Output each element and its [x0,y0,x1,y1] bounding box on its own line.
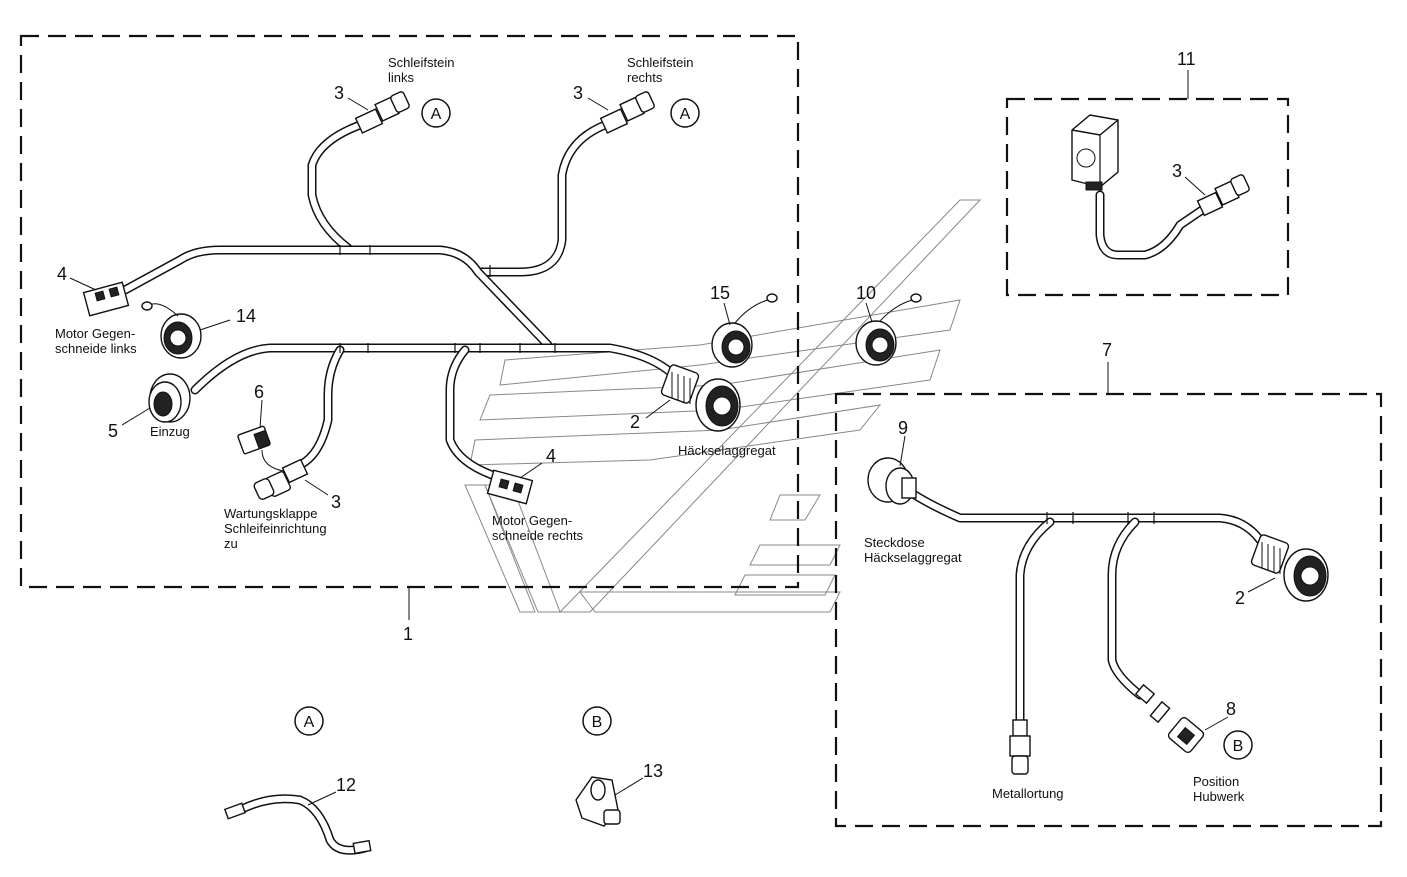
harness-7-cables [905,487,1265,725]
num-5: 5 [108,421,118,441]
num-15: 15 [710,283,730,303]
connector-6 [237,425,293,473]
sensor-13 [575,776,621,827]
ref-circle-A1: A [421,98,451,128]
connector-3-schleifstein-rechts [599,91,655,134]
socket-9-steckdose [867,457,917,505]
label-steckdose-2: Häckselaggregat [864,550,962,565]
ref-circle-B1: B [582,706,612,736]
harness-1-cables [120,120,675,480]
svg-text:A: A [431,106,442,123]
label-schleifstein-rechts-2: rechts [627,70,663,85]
part-numbers: 1 2 2 3 3 3 3 4 4 5 6 7 8 9 10 11 12 13 … [57,49,1245,795]
connector-3-schleifstein-links [354,91,410,134]
svg-text:B: B [592,714,603,731]
num-10: 10 [856,283,876,303]
connector-5-einzug [148,373,191,423]
svg-text:A: A [680,106,691,123]
connector-2-haeckselaggregat [660,364,741,432]
num-12: 12 [336,775,356,795]
label-metallortung: Metallortung [992,786,1064,801]
num-2a: 2 [630,412,640,432]
num-14: 14 [236,306,256,326]
svg-text:A: A [304,714,315,731]
num-13: 13 [643,761,663,781]
label-einzug: Einzug [150,424,190,439]
label-position-1: Position [1193,774,1239,789]
num-1: 1 [403,624,413,644]
num-11: 11 [1177,49,1196,69]
label-wartungsklappe-3: zu [224,536,238,551]
num-3b: 3 [573,83,583,103]
connector-4-motor-links [82,281,130,317]
cap-14 [141,301,202,359]
label-haeckselaggregat: Häckselaggregat [678,443,776,458]
ref-circle-B2: B [1223,730,1253,760]
label-motor-links-2: schneide links [55,341,137,356]
label-wartungsklappe-1: Wartungsklappe [224,506,317,521]
num-4b: 4 [546,446,556,466]
cap-10 [855,293,922,366]
leader-lines [69,97,1276,806]
connector-4-motor-rechts [486,469,534,505]
connector-metallortung [1009,719,1031,775]
num-3c: 3 [331,492,341,512]
num-8: 8 [1226,699,1236,719]
label-steckdose-1: Steckdose [864,535,925,550]
label-position-2: Hubwerk [1193,789,1245,804]
label-schleifstein-links-2: links [388,70,415,85]
num-7: 7 [1102,340,1112,360]
num-2b: 2 [1235,588,1245,608]
label-schleifstein-rechts-1: Schleifstein [627,55,693,70]
label-motor-links-1: Motor Gegen- [55,326,135,341]
box-sensor-11 [1005,97,1290,297]
num-3a: 3 [334,83,344,103]
sensor-8-position [1134,683,1205,754]
label-schleifstein-links-1: Schleifstein [388,55,454,70]
label-motor-rechts-1: Motor Gegen- [492,513,572,528]
num-9: 9 [898,418,908,438]
ref-circle-A3: A [294,706,324,736]
text-labels: Schleifstein links Schleifstein rechts M… [55,55,1245,804]
sensor-11 [1071,114,1250,260]
num-4a: 4 [57,264,67,284]
num-3d: 3 [1172,161,1182,181]
cable-12 [223,794,372,855]
connector-3-wartungsklappe [253,458,309,500]
cap-15 [711,293,778,368]
ref-circle-A2: A [670,98,700,128]
num-6: 6 [254,382,264,402]
label-wartungsklappe-2: Schleifeinrichtung [224,521,327,536]
svg-text:B: B [1233,738,1244,755]
connector-2-harness-7 [1250,534,1329,602]
label-motor-rechts-2: schneide rechts [492,528,584,543]
